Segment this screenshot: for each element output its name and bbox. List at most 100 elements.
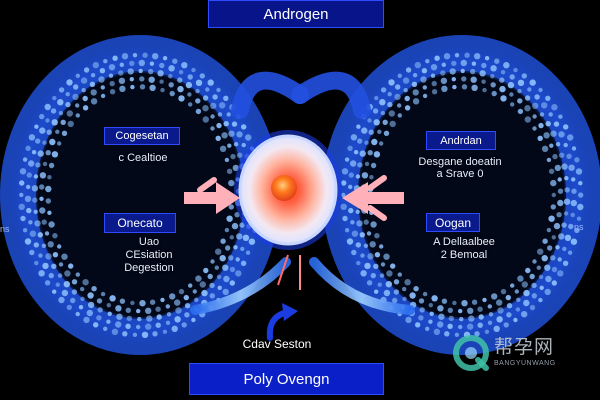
cell-dot: [503, 322, 509, 328]
cell-dot: [543, 132, 550, 139]
cell-dot: [229, 235, 234, 240]
cell-dot: [383, 130, 390, 136]
cell-dot: [380, 110, 386, 116]
cell-dot: [61, 130, 68, 136]
cell-dot: [353, 150, 359, 155]
cell-dot: [87, 292, 94, 299]
cell-dot: [360, 253, 365, 258]
cell-dot: [481, 62, 487, 69]
cell-dot: [233, 142, 239, 147]
cell-dot: [422, 93, 428, 99]
cell-dot: [517, 88, 522, 94]
cell-dot: [531, 293, 537, 299]
cell-dot: [31, 150, 37, 155]
cell-dot: [402, 77, 410, 84]
cell-dot: [413, 286, 419, 292]
cell-dot: [215, 135, 221, 141]
cell-dot: [568, 164, 575, 171]
cell-dot: [195, 98, 201, 104]
cell-dot: [28, 220, 33, 225]
cell-dot: [89, 81, 96, 88]
cell-dot: [499, 77, 505, 83]
cell-dot: [47, 210, 52, 215]
cell-dot: [538, 274, 544, 280]
cell-dot: [98, 76, 105, 83]
watermark-logo-icon: [453, 335, 489, 371]
left-upper-tube: [231, 71, 309, 119]
cell-dot: [544, 264, 551, 271]
cell-dot: [430, 73, 436, 78]
cell-dot: [157, 70, 164, 77]
cell-dot: [44, 231, 50, 236]
cell-dot: [219, 145, 227, 152]
cell-dot: [567, 134, 574, 141]
cell-dot: [229, 280, 235, 286]
cell-dot: [90, 98, 98, 105]
cell-dot: [38, 270, 45, 277]
cell-dot: [57, 273, 63, 278]
cell-dot: [563, 198, 571, 205]
cell-dot: [461, 300, 468, 307]
right-top-note: Desgane doeatin a Srave 0: [405, 156, 515, 180]
cell-dot: [33, 209, 38, 214]
cell-dot: [341, 192, 346, 198]
cell-dot: [377, 129, 382, 134]
cell-dot: [477, 306, 483, 312]
cell-dot: [551, 266, 558, 273]
cell-dot: [202, 95, 209, 101]
cell-dot: [125, 323, 131, 329]
cell-dot: [541, 102, 548, 109]
center-filament-left: [277, 254, 289, 286]
cell-dot: [370, 221, 377, 228]
right-arrow-feather-top: [367, 175, 387, 191]
cell-dot: [464, 52, 470, 58]
cell-dot: [370, 272, 376, 279]
left-top-note: c Cealtioe: [118, 152, 168, 164]
cell-dot: [195, 79, 203, 87]
cell-dot: [219, 102, 226, 109]
cell-dot: [379, 244, 384, 249]
cell-dot: [42, 161, 48, 167]
cell-dot: [210, 102, 217, 110]
cell-dot: [513, 67, 518, 73]
cell-dot: [370, 162, 377, 169]
cell-dot: [507, 81, 515, 89]
cell-dot: [390, 263, 396, 269]
cell-dot: [136, 308, 141, 314]
cell-dot: [146, 315, 153, 322]
right-bottom-note-line: 2 Bemoal: [440, 249, 488, 261]
cell-dot: [545, 121, 551, 127]
cell-dot: [532, 102, 539, 110]
cell-dot: [541, 145, 549, 152]
cell-dot: [57, 99, 64, 106]
cell-dot: [491, 293, 498, 300]
cell-dot: [570, 238, 578, 245]
cell-dot: [185, 81, 193, 89]
cell-dot: [80, 296, 85, 302]
right-ovary-interior: [360, 73, 564, 317]
cell-dot: [139, 300, 146, 307]
cell-dot: [45, 118, 50, 123]
cell-dot: [168, 65, 175, 72]
cell-dot: [37, 232, 43, 238]
cell-dot: [224, 227, 230, 233]
cell-dot: [66, 79, 73, 86]
cell-dot: [373, 151, 381, 158]
center-loop-arrowhead: [282, 303, 298, 321]
cell-dot: [92, 61, 100, 69]
cell-dot: [35, 138, 41, 144]
cell-dot: [45, 253, 52, 260]
cell-dot: [562, 260, 569, 266]
cell-dot: [517, 79, 525, 87]
cell-dot: [440, 70, 446, 76]
cell-dot: [149, 299, 156, 305]
cell-dot: [548, 112, 553, 117]
cell-dot: [231, 222, 239, 230]
cell-dot: [73, 84, 79, 90]
cell-dot: [71, 289, 78, 295]
cell-dot: [382, 119, 388, 126]
cell-dot: [550, 130, 557, 137]
cell-dot: [31, 185, 39, 192]
cell-dot: [348, 207, 354, 214]
cell-dot: [214, 265, 219, 270]
